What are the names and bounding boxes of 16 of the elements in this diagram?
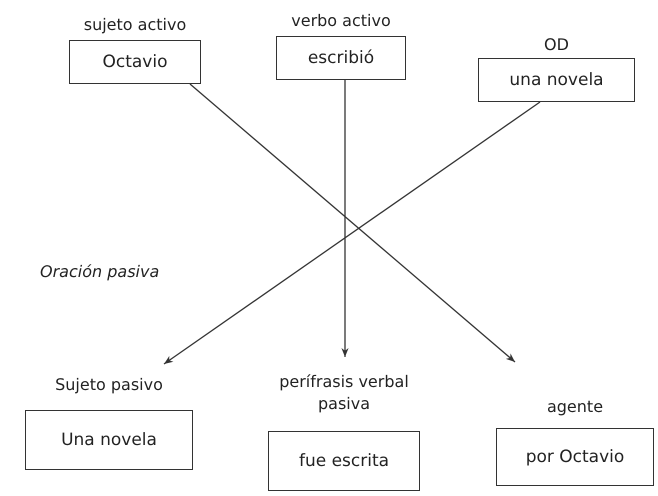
term-heading: perífrasis verbal pasiva — [278, 371, 410, 415]
term-heading: sujeto activo — [84, 14, 186, 36]
term-box: Una novela — [25, 410, 193, 470]
term-box: escribió — [276, 36, 406, 80]
term-box: Octavio — [69, 40, 201, 84]
arrow — [190, 84, 516, 362]
term-box: por Octavio — [496, 428, 654, 486]
arrow — [164, 101, 540, 365]
term-heading: Sujeto pasivo — [55, 374, 163, 396]
term-heading: agente — [546, 396, 604, 418]
arrow — [341, 80, 349, 357]
term-heading: OD — [544, 34, 569, 56]
term-box: fue escrita — [268, 431, 420, 491]
term-heading: verbo activo — [291, 10, 391, 32]
diagram-note: Oración pasiva — [40, 262, 160, 281]
term-box: una novela — [478, 58, 635, 102]
